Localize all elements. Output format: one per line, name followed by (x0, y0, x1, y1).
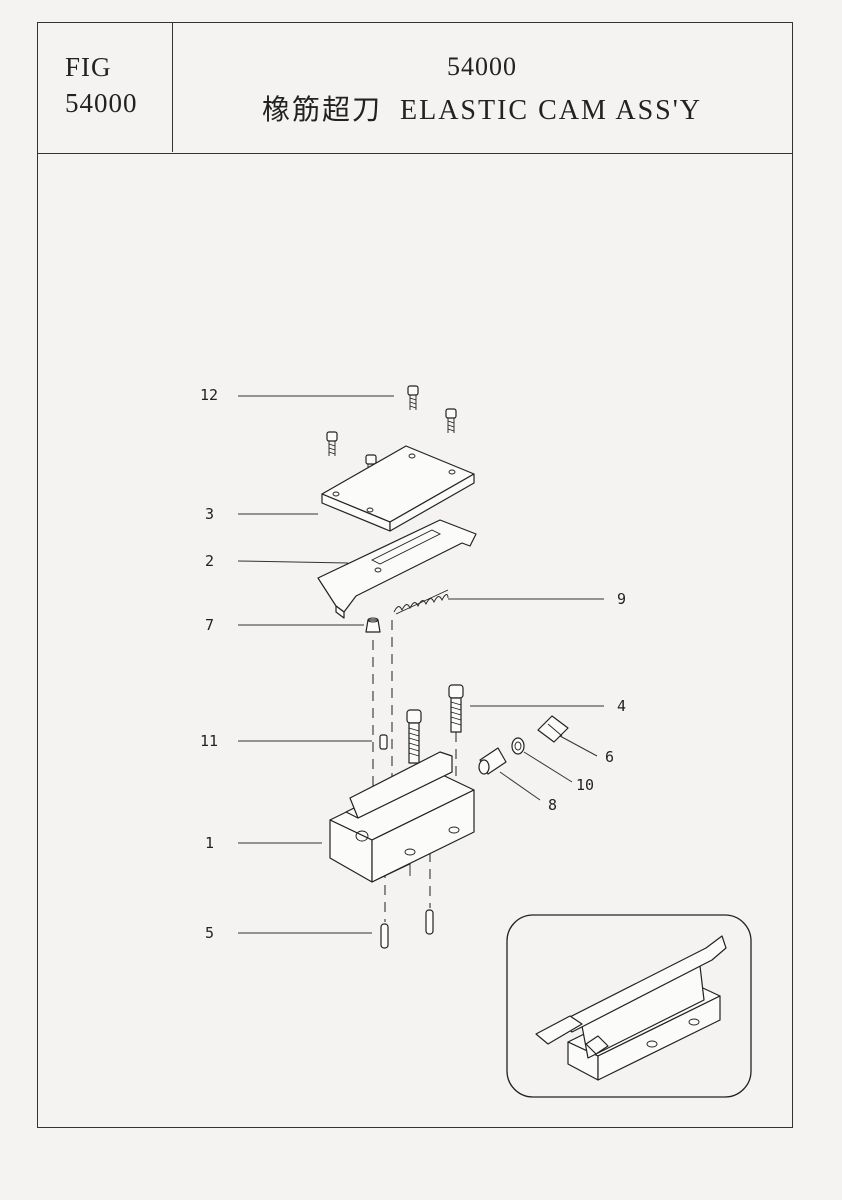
page-border (37, 22, 793, 1128)
title-cell: 54000 橡筋超刀 ELASTIC CAM ASS'Y (173, 22, 791, 152)
part-2-slider (317, 519, 477, 619)
part-11-dowel (379, 734, 388, 750)
part-6-elbow (537, 715, 569, 743)
header-block: FIG 54000 54000 橡筋超刀 ELASTIC CAM ASS'Y (37, 22, 793, 154)
callout-11: 11 (200, 732, 218, 750)
callout-7: 7 (205, 616, 214, 634)
center-screw (406, 709, 422, 764)
callout-9: 9 (617, 590, 626, 608)
callout-2: 2 (205, 552, 214, 570)
part-8-bushing (478, 747, 507, 775)
callout-3: 3 (205, 505, 214, 523)
part-10-ring (511, 737, 525, 755)
callout-12: 12 (200, 386, 218, 404)
part-4-screw (448, 684, 464, 733)
leader-10 (523, 751, 573, 783)
callout-8: 8 (548, 796, 557, 814)
screw-12b (445, 408, 457, 433)
fig-label: FIG (65, 52, 112, 82)
title-name: 橡筋超刀 ELASTIC CAM ASS'Y (262, 95, 702, 126)
screw-12a (407, 385, 419, 410)
callout-5: 5 (205, 924, 214, 942)
callout-6: 6 (605, 748, 614, 766)
title-number: 54000 (447, 52, 517, 81)
callout-4: 4 (617, 697, 626, 715)
screw-12c (326, 431, 338, 456)
part-7-pin (365, 617, 381, 633)
fig-number: 54000 (65, 88, 138, 118)
part-3-plate (321, 445, 475, 532)
inset-frame (506, 914, 752, 1098)
assembled-inset (506, 914, 752, 1098)
part-5-pins (380, 909, 434, 949)
fig-cell: FIG 54000 (37, 22, 173, 152)
callout-1: 1 (205, 834, 214, 852)
leader-lines (237, 395, 604, 934)
callout-labels: 12 3 2 9 7 4 11 6 10 8 1 5 (200, 386, 626, 942)
part-9-spring (393, 589, 449, 615)
leader-2 (237, 560, 349, 564)
leader-8 (499, 771, 541, 801)
part-1-base (329, 751, 475, 883)
callout-10: 10 (576, 776, 594, 794)
inset-assembly (535, 935, 727, 1081)
leader-6 (559, 735, 598, 757)
